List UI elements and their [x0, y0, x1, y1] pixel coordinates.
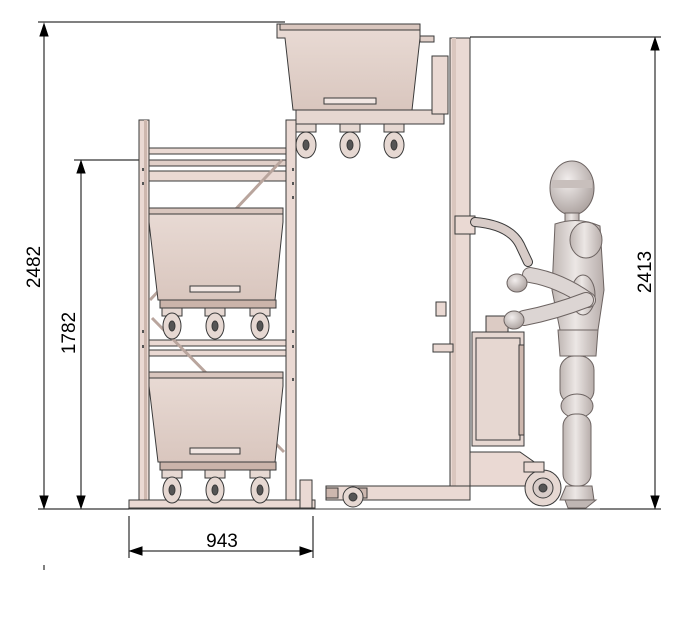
lifter-mast	[325, 37, 541, 501]
lifter-wheels	[342, 461, 562, 508]
control-box	[471, 315, 525, 447]
dimension-lifter-height	[470, 36, 661, 510]
dimension-rack-width	[128, 516, 314, 558]
rack-bin-lower-wheels	[161, 469, 271, 504]
lifted-bin	[276, 23, 449, 125]
dimension-total-height-label: 2482	[24, 246, 45, 288]
rack-bin-upper-wheels	[161, 307, 271, 340]
dimension-total-height	[38, 21, 285, 510]
dimension-lifter-height-label: 2413	[635, 251, 656, 293]
rack-bin-upper	[148, 207, 284, 309]
rack-bin-lower	[148, 371, 284, 471]
dimension-rack-width-label: 943	[206, 531, 238, 552]
lifted-bin-wheels	[295, 123, 405, 159]
dimension-rack-height-label: 1782	[59, 312, 80, 354]
operator-dummy	[503, 160, 605, 509]
